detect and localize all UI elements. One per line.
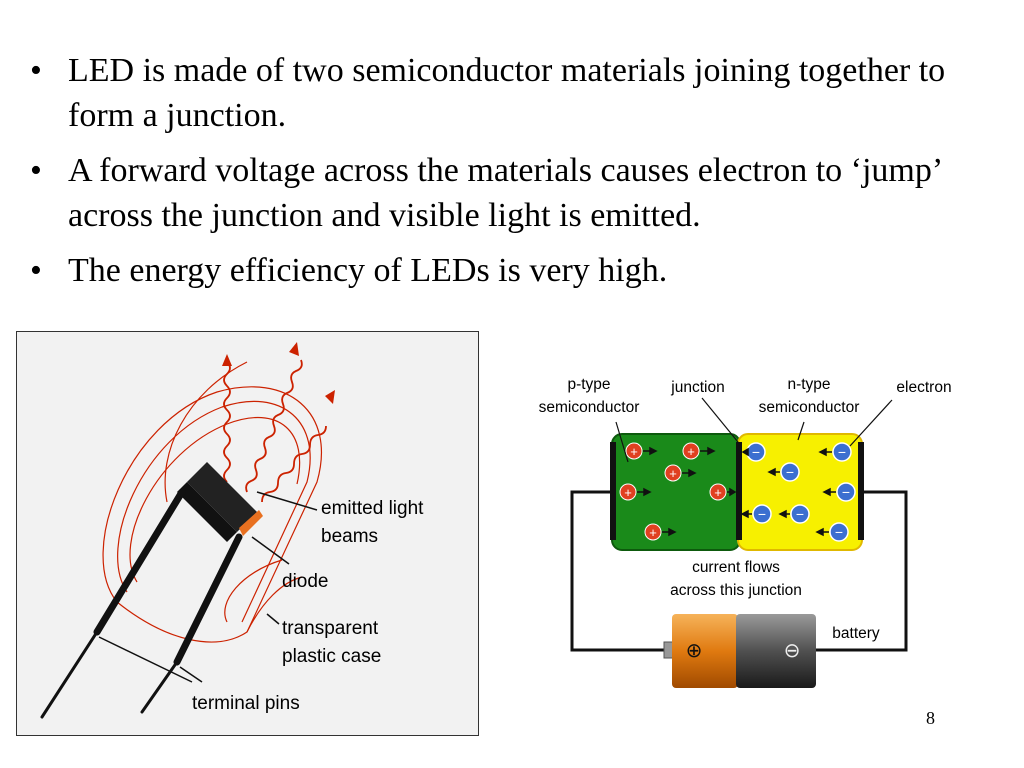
page-number: 8	[926, 708, 935, 728]
hole: +	[644, 523, 662, 541]
electrons: − − − − − − −	[746, 442, 856, 542]
bullet-dot-icon: •	[30, 252, 42, 289]
holes: + + + + + +	[619, 442, 727, 541]
bullet-text: The energy efficiency of LEDs is very hi…	[68, 252, 668, 289]
leader-lines	[98, 491, 318, 683]
bullet-list: • LED is made of two semiconductor materi…	[28, 48, 1008, 303]
label-p-semiconductor: semiconductor	[539, 399, 640, 416]
pn-junction-diagram: + + + + + + − − − − −	[516, 370, 966, 700]
svg-text:+: +	[630, 444, 638, 459]
bullet-dot-icon: •	[30, 52, 42, 89]
electron: −	[836, 482, 856, 502]
label-diode: diode	[282, 571, 329, 592]
beam-arrowheads	[222, 342, 335, 404]
bullet-text: LED is made of two semiconductor materia…	[68, 52, 946, 134]
label-n-semiconductor: semiconductor	[759, 399, 860, 416]
hole: +	[619, 483, 637, 501]
bullet-item: • LED is made of two semiconductor materi…	[28, 48, 1008, 138]
bullet-item: • The energy efficiency of LEDs is very h…	[28, 248, 1008, 293]
electron: −	[790, 504, 810, 524]
electron: −	[746, 442, 766, 462]
electron-arrows	[740, 447, 836, 537]
label-junction: junction	[670, 379, 724, 396]
hole: +	[664, 464, 682, 482]
electrode-bars	[610, 442, 864, 540]
hole-arrows	[637, 446, 737, 537]
leader-lines	[615, 397, 893, 463]
terminal-pins	[40, 488, 243, 719]
svg-text:−: −	[842, 484, 850, 500]
bullet-text: A forward voltage across the materials c…	[68, 152, 941, 234]
svg-text:−: −	[796, 506, 804, 522]
label-emitted-light: emitted light	[321, 498, 424, 519]
label-beams: beams	[321, 526, 378, 547]
svg-text:−: −	[758, 506, 766, 522]
plastic-case-outline	[102, 361, 322, 643]
led-diagram: emitted light beams diode transparent pl…	[16, 331, 479, 736]
label-transparent: transparent	[282, 618, 379, 639]
circuit-drawing: + + + + + + − − − − −	[539, 376, 952, 688]
battery-minus-icon: ⊖	[784, 640, 801, 662]
label-electron: electron	[896, 379, 951, 396]
label-plastic-case: plastic case	[282, 646, 381, 667]
bullet-dot-icon: •	[30, 152, 42, 189]
label-n-type: n-type	[787, 376, 830, 393]
bullet-item: • A forward voltage across the materials …	[28, 148, 1008, 238]
svg-text:+: +	[624, 485, 632, 500]
label-across-junction: across this junction	[670, 582, 802, 599]
label-current-flows: current flows	[692, 559, 780, 576]
label-terminal-pins: terminal pins	[192, 693, 300, 714]
hole: +	[625, 442, 643, 460]
svg-text:+: +	[687, 444, 695, 459]
circuit-wires	[570, 490, 908, 652]
label-battery: battery	[832, 625, 880, 642]
hole: +	[682, 442, 700, 460]
svg-text:+: +	[669, 466, 677, 481]
label-p-type: p-type	[567, 376, 610, 393]
battery: ⊕ ⊖	[663, 614, 816, 688]
svg-text:−: −	[838, 444, 846, 460]
battery-plus-icon: ⊕	[686, 640, 703, 662]
svg-text:+: +	[649, 525, 657, 540]
diode-chip	[177, 462, 263, 542]
hole: +	[709, 483, 727, 501]
svg-text:−: −	[752, 444, 760, 460]
battery-positive-half	[672, 614, 738, 688]
electron: −	[832, 442, 852, 462]
led-drawing: emitted light beams diode transparent pl…	[40, 342, 424, 719]
svg-text:+: +	[714, 485, 722, 500]
electron: −	[780, 462, 800, 482]
electron: −	[752, 504, 772, 524]
svg-text:−: −	[786, 464, 794, 480]
electron: −	[829, 522, 849, 542]
svg-text:−: −	[835, 524, 843, 540]
battery-negative-half	[736, 614, 816, 688]
light-beam-waves	[223, 359, 327, 503]
